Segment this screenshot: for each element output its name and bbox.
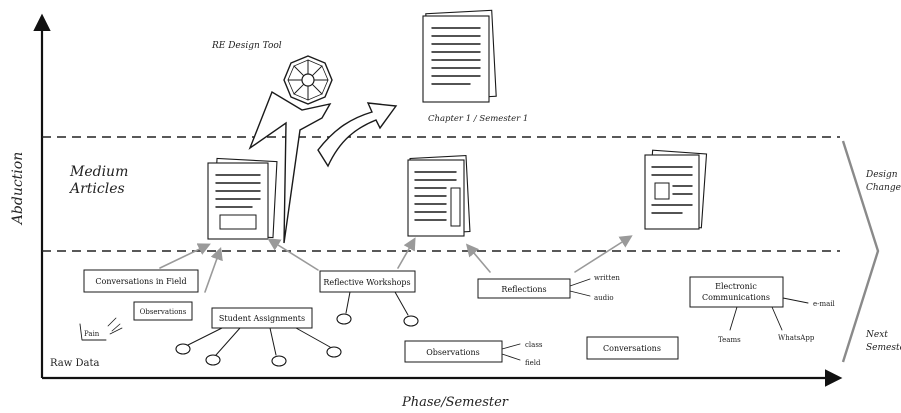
reflections-audio-line <box>569 290 591 297</box>
reflections-box <box>477 278 571 299</box>
y-axis-label: Abduction <box>10 152 26 226</box>
observations-field-line <box>501 353 521 361</box>
medium-label-line2: Articles <box>68 181 125 197</box>
reflections-written-line <box>569 278 591 287</box>
arrow-workshops-to-article2 <box>397 237 416 269</box>
raw-data-label: Raw Data <box>50 358 99 369</box>
reflective-workshops-box <box>319 270 416 293</box>
arrow-reflections-to-article3 <box>574 235 633 273</box>
conversations-in-field-text: Conversations in Field <box>95 277 186 286</box>
chapter-curved-arrow <box>317 102 398 168</box>
electronic-email-line <box>782 297 809 304</box>
medium-label-line1: Medium <box>69 164 128 180</box>
workshops-tree <box>336 291 419 327</box>
student-assignments-tree <box>175 327 342 367</box>
reflections-text: Reflections <box>501 285 546 294</box>
conversations-text: Conversations <box>603 344 661 353</box>
chapter-document-icon <box>422 9 497 103</box>
field-text: field <box>525 359 541 367</box>
conversations-in-field-box <box>83 269 199 293</box>
arrow-workshops-to-article1 <box>267 238 319 271</box>
article-document-2-icon <box>407 155 471 237</box>
electronic-communications-box <box>689 276 784 308</box>
arrow-conversations-to-article1 <box>159 243 211 269</box>
observations-small-text: Observations <box>140 308 187 316</box>
whatsapp-text: WhatsApp <box>778 334 815 342</box>
student-assignments-text: Student Assignments <box>219 314 305 323</box>
arrow-observations-to-article1 <box>204 246 223 293</box>
tool-lightning-arrow <box>248 90 332 244</box>
design-changes-line1: Design <box>865 170 898 180</box>
next-semester-line2: Semester <box>866 343 901 353</box>
pain-text: Pain <box>84 330 100 338</box>
observations-class-line <box>501 343 521 350</box>
electronic-line1-text: Electronic <box>715 282 757 291</box>
student-assignments-box <box>211 307 313 329</box>
octagon-wheel-icon <box>283 55 333 105</box>
conversations-box <box>586 336 679 360</box>
written-text: written <box>594 274 620 282</box>
article-document-1-icon <box>207 157 278 240</box>
audio-text: audio <box>594 294 614 302</box>
x-axis-label: Phase/Semester <box>401 395 509 410</box>
observations-box <box>404 340 503 363</box>
electronic-whatsapp-line <box>771 306 783 331</box>
pain-scribble <box>79 323 107 341</box>
chapter-label: Chapter 1 / Semester 1 <box>428 114 528 124</box>
observations-small-box <box>133 301 193 321</box>
reflective-workshops-text: Reflective Workshops <box>323 278 410 287</box>
band-chevron <box>841 140 880 363</box>
re-design-tool-label: RE Design Tool <box>211 41 282 51</box>
class-text: class <box>525 341 543 349</box>
electronic-teams-line <box>729 306 738 331</box>
next-semester-line1: Next <box>865 330 888 340</box>
design-changes-line2: Changes <box>866 183 901 193</box>
observations-text: Observations <box>426 348 479 357</box>
article-document-3-icon <box>644 149 708 230</box>
electronic-line2-text: Communications <box>702 293 770 302</box>
arrow-reflections-to-article2 <box>465 243 491 273</box>
email-text: e-mail <box>813 300 836 308</box>
teams-text: Teams <box>718 336 741 344</box>
pen-sketch-icon <box>107 317 123 335</box>
